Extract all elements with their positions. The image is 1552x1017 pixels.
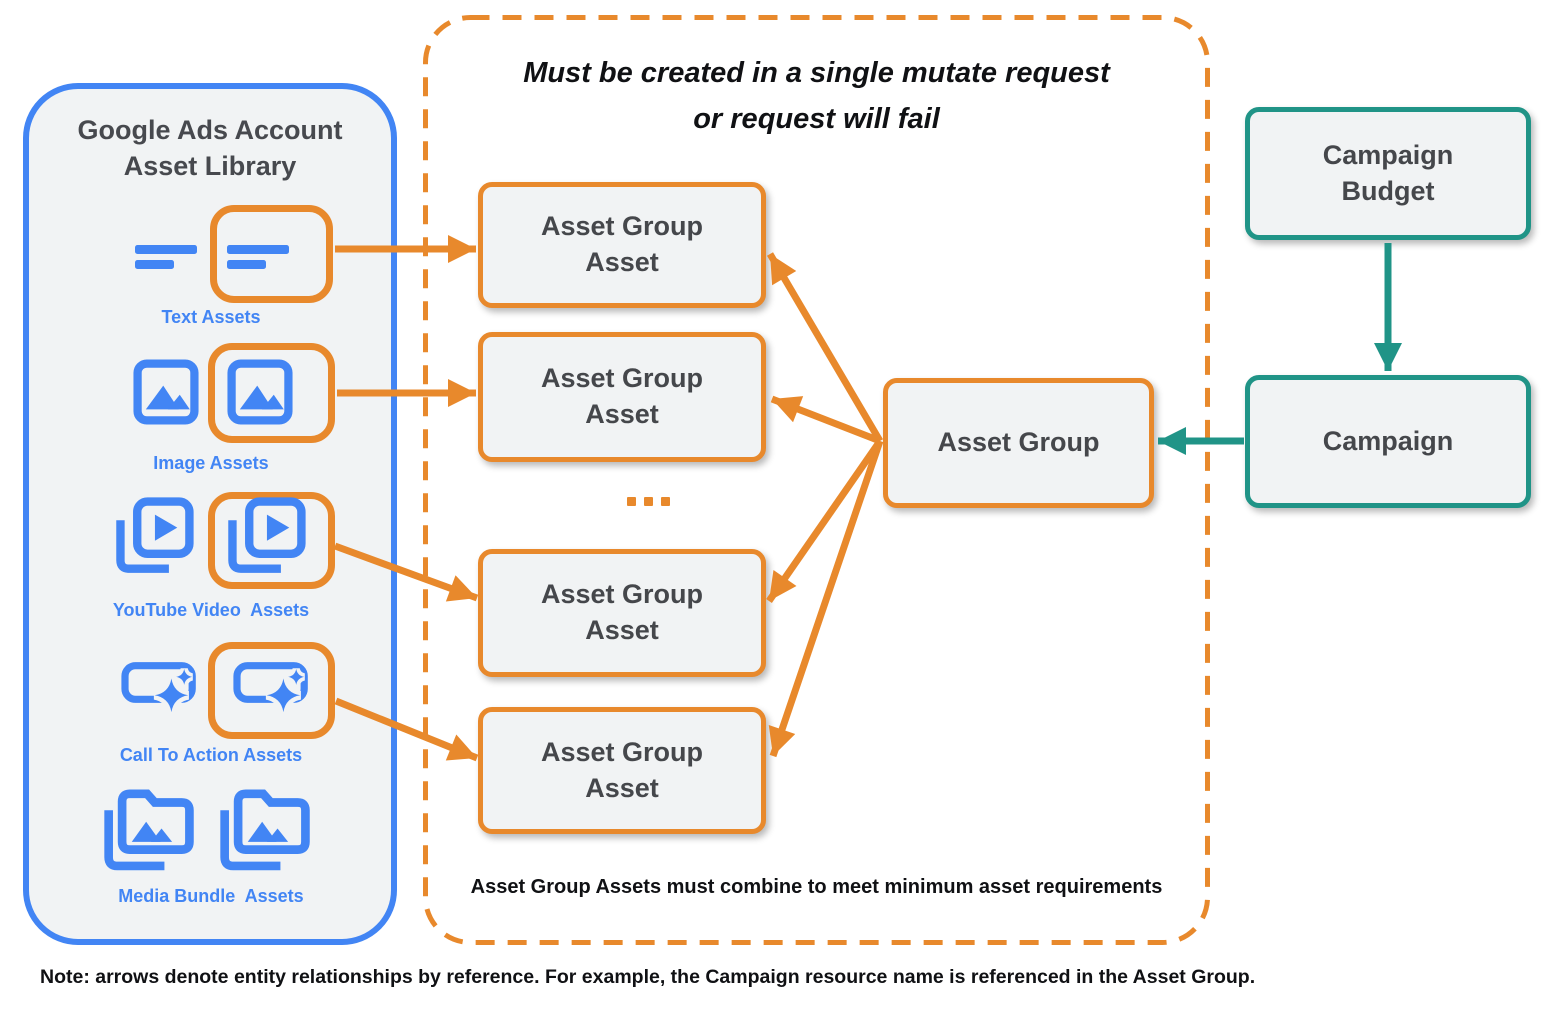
campaign-label: Campaign xyxy=(1322,425,1454,456)
cta-sparkle-icon xyxy=(233,660,313,718)
asset-group-box: Asset Group xyxy=(883,378,1154,508)
media-bundle-folder-icon xyxy=(100,783,200,877)
text-lines-icon xyxy=(227,243,289,271)
cta-asset-selected-frame xyxy=(208,642,335,739)
image-assets-label: Image Assets xyxy=(153,453,269,473)
cta-sparkle-icon xyxy=(121,660,201,718)
campaign-budget-label: Campaign Budget xyxy=(1322,139,1454,206)
ellipsis-dots xyxy=(627,497,670,506)
campaign-box: Campaign xyxy=(1245,375,1531,508)
asset-group-asset-label: Asset Group Asset xyxy=(540,736,704,803)
asset-group-asset-box-1: Asset Group Asset xyxy=(478,182,766,308)
image-icon xyxy=(133,359,199,430)
youtube-video-assets-label: YouTube Video Assets xyxy=(112,600,310,620)
video-asset-selected-frame xyxy=(208,492,335,589)
image-asset-selected-frame xyxy=(208,343,335,443)
mutate-request-footnote: Asset Group Assets must combine to meet … xyxy=(470,876,1163,898)
text-asset-selected-frame xyxy=(210,205,333,303)
asset-group-asset-label: Asset Group Asset xyxy=(540,579,704,645)
campaign-budget-box: Campaign Budget xyxy=(1245,107,1531,240)
asset-group-asset-box-4: Asset Group Asset xyxy=(478,707,766,834)
video-stack-icon xyxy=(112,496,196,583)
image-icon xyxy=(227,359,293,430)
note-text: Note: arrows denote entity relationships… xyxy=(40,966,1256,988)
call-to-action-assets-label: Call To Action Assets xyxy=(119,745,303,765)
asset-library-title: Google Ads Account Asset Library xyxy=(77,115,343,182)
text-assets-label: Text Assets xyxy=(161,307,261,327)
asset-group-asset-label: Asset Group Asset xyxy=(540,363,704,429)
asset-group-asset-label: Asset Group Asset xyxy=(540,211,704,277)
asset-group-asset-box-2: Asset Group Asset xyxy=(478,332,766,462)
text-lines-icon xyxy=(135,243,197,271)
media-bundle-folder-icon xyxy=(216,783,316,877)
asset-group-asset-box-3: Asset Group Asset xyxy=(478,549,766,677)
media-bundle-assets-label: Media Bundle Assets xyxy=(118,886,304,906)
asset-group-label: Asset Group xyxy=(937,427,1100,458)
video-stack-icon xyxy=(224,496,308,583)
mutate-request-title: Must be created in a single mutate reque… xyxy=(523,57,1110,136)
